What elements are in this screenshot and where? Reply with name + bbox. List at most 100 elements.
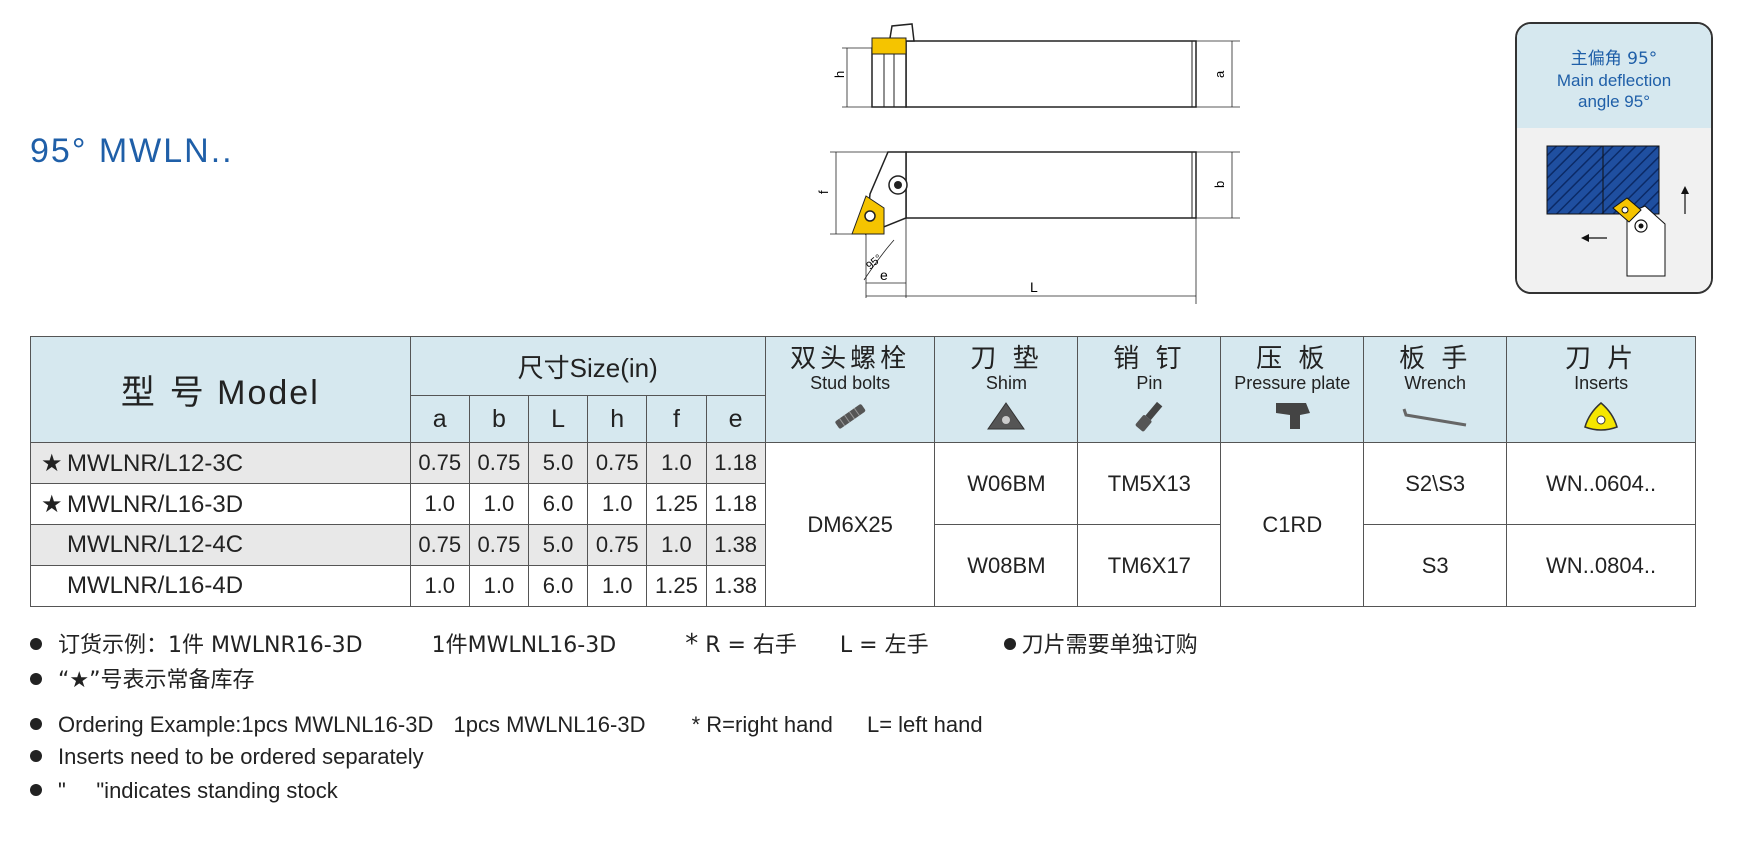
page-title: 95° MWLN.. bbox=[30, 132, 234, 170]
bullet-icon bbox=[30, 638, 42, 650]
dim-a-label: a bbox=[1212, 70, 1227, 78]
angle-diagram bbox=[1517, 128, 1711, 292]
pressure-plate-en: Pressure plate bbox=[1234, 373, 1351, 393]
note-en-stock: " "indicates standing stock bbox=[58, 778, 338, 803]
wrench-value: S3 bbox=[1363, 524, 1508, 607]
model-cell: MWLNR/L16-4D bbox=[30, 565, 411, 607]
angle-en-line2: angle 95° bbox=[1577, 92, 1651, 111]
cell-b: 0.75 bbox=[468, 524, 530, 566]
dim-b-label: b bbox=[1212, 181, 1227, 188]
bullet-icon bbox=[30, 673, 42, 685]
pin-header: 销 钉 Pin bbox=[1077, 336, 1222, 443]
note-en-right-hand: * R=right hand bbox=[691, 712, 833, 737]
stud-bolts-header: 双头螺栓 Stud bolts bbox=[764, 336, 936, 443]
insert-value: WN..0804.. bbox=[1506, 524, 1696, 607]
dim-header-h: h bbox=[587, 395, 648, 443]
dim-header-f: f bbox=[646, 395, 707, 443]
angle-en-line1: Main deflection bbox=[1556, 71, 1672, 90]
cell-h: 1.0 bbox=[587, 565, 648, 607]
note-cn-inserts: 刀片需要单独订购 bbox=[1021, 633, 1198, 658]
note-cn-1: 订货示例：1件 MWLNR16-3D 1件MWLNL16-3D * R = 右手… bbox=[30, 627, 1198, 659]
model-name: MWLNR/L16-3D bbox=[67, 490, 244, 518]
note-cn-stock: “★”号表示常备库存 bbox=[58, 668, 255, 693]
dim-e-label: e bbox=[880, 267, 888, 283]
dim-header-L: L bbox=[527, 395, 589, 443]
cell-L: 6.0 bbox=[527, 565, 589, 607]
model-header-en: Model bbox=[217, 374, 320, 412]
cell-a: 1.0 bbox=[409, 565, 470, 607]
note-en-1: Ordering Example:1pcs MWLNL16-3D 1pcs MW… bbox=[30, 712, 983, 738]
dim-header-b: b bbox=[468, 395, 530, 443]
angle-info-box: 主偏角 95° Main deflection angle 95° bbox=[1515, 22, 1713, 294]
note-en-order-example: Ordering Example:1pcs MWLNL16-3D bbox=[58, 712, 434, 737]
note-cn-2: “★”号表示常备库存 bbox=[30, 662, 255, 694]
model-cell: MWLNR/L12-4C bbox=[30, 524, 411, 566]
shim-value: W08BM bbox=[934, 524, 1079, 607]
note-cn-order-example-2: 1件MWLNL16-3D bbox=[431, 633, 617, 658]
stud-bolt-icon bbox=[766, 399, 935, 433]
cell-f: 1.0 bbox=[646, 442, 707, 484]
cell-f: 1.25 bbox=[646, 565, 707, 607]
cell-f: 1.0 bbox=[646, 524, 707, 566]
shim-icon bbox=[935, 399, 1077, 433]
note-en-3: " "indicates standing stock bbox=[30, 778, 338, 804]
cell-b: 0.75 bbox=[468, 442, 530, 484]
model-cell: ★MWLNR/L16-3D bbox=[30, 483, 411, 525]
table-row: ★MWLNR/L12-3C 0.75 0.75 5.0 0.75 1.0 1.1… bbox=[30, 442, 1696, 607]
model-header: 型 号 Model bbox=[30, 336, 411, 443]
pin-icon bbox=[1078, 399, 1220, 433]
pin-cn: 销 钉 bbox=[1113, 344, 1186, 374]
model-name: MWLNR/L16-4D bbox=[67, 572, 244, 599]
pressure-plate-header: 压 板 Pressure plate bbox=[1220, 336, 1365, 443]
shim-value: W06BM bbox=[934, 442, 1079, 525]
cell-h: 1.0 bbox=[587, 483, 648, 525]
cell-h: 0.75 bbox=[587, 524, 648, 566]
note-cn-left-hand: L = 左手 bbox=[839, 633, 929, 658]
dim-f-label: f bbox=[816, 190, 831, 194]
cell-e: 1.18 bbox=[705, 483, 766, 525]
bullet-icon bbox=[30, 750, 42, 763]
shim-en: Shim bbox=[985, 373, 1027, 393]
wrench-en: Wrench bbox=[1404, 373, 1467, 393]
top-view: h a bbox=[832, 23, 1240, 108]
note-cn-order-example: 订货示例：1件 MWLNR16-3D bbox=[58, 633, 363, 658]
pin-en: Pin bbox=[1136, 373, 1163, 393]
angle-cn: 主偏角 95° bbox=[1570, 49, 1658, 69]
stud-bolts-en: Stud bolts bbox=[810, 373, 891, 393]
note-en-left-hand: L= left hand bbox=[866, 712, 983, 737]
cell-b: 1.0 bbox=[468, 565, 530, 607]
stud-bolts-cn: 双头螺栓 bbox=[790, 344, 911, 374]
stud-bolt-value: DM6X25 bbox=[764, 442, 936, 607]
spec-table: 型 号 Model 尺寸Size(in) 双头螺栓 Stud bolts 刀 垫… bbox=[30, 336, 1696, 607]
pressure-plate-icon bbox=[1221, 399, 1363, 433]
inserts-en: Inserts bbox=[1574, 373, 1629, 393]
cell-e: 1.38 bbox=[705, 565, 766, 607]
model-name: MWLNR/L12-4C bbox=[67, 531, 244, 558]
cell-b: 1.0 bbox=[468, 483, 530, 525]
dim-h-label: h bbox=[832, 71, 847, 78]
shim-header: 刀 垫 Shim bbox=[934, 336, 1079, 443]
cell-L: 5.0 bbox=[527, 442, 589, 484]
cell-L: 5.0 bbox=[527, 524, 589, 566]
model-name: MWLNR/L12-3C bbox=[67, 449, 244, 477]
cell-e: 1.38 bbox=[705, 524, 766, 566]
note-cn-star: * bbox=[685, 629, 699, 659]
cell-a: 0.75 bbox=[409, 524, 470, 566]
cell-a: 1.0 bbox=[409, 483, 470, 525]
table-row: MWLNR/L12-4C 0.75 0.75 5.0 0.75 1.0 1.38… bbox=[30, 524, 1696, 607]
wrench-value: S2\S3 bbox=[1363, 442, 1508, 525]
pressure-plate-cn: 压 板 bbox=[1256, 344, 1329, 374]
note-en-order-example-2: 1pcs MWLNL16-3D bbox=[453, 712, 646, 737]
cell-h: 0.75 bbox=[587, 442, 648, 484]
side-view: f b 95° e L bbox=[816, 151, 1240, 304]
bullet-icon bbox=[30, 718, 42, 731]
pressure-plate-value: C1RD bbox=[1220, 442, 1365, 607]
wrench-icon bbox=[1364, 399, 1506, 433]
insert-value: WN..0604.. bbox=[1506, 442, 1696, 525]
pin-value: TM5X13 bbox=[1077, 442, 1222, 525]
tool-drawing: h a f b 95° e L bbox=[816, 23, 1240, 304]
table-row: ★MWLNR/L16-3D 1.0 1.0 6.0 1.0 1.25 1.18 bbox=[30, 483, 1696, 525]
inserts-header: 刀 片 Inserts bbox=[1506, 336, 1696, 443]
cell-a: 0.75 bbox=[409, 442, 470, 484]
wrench-cn: 板 手 bbox=[1399, 344, 1472, 374]
